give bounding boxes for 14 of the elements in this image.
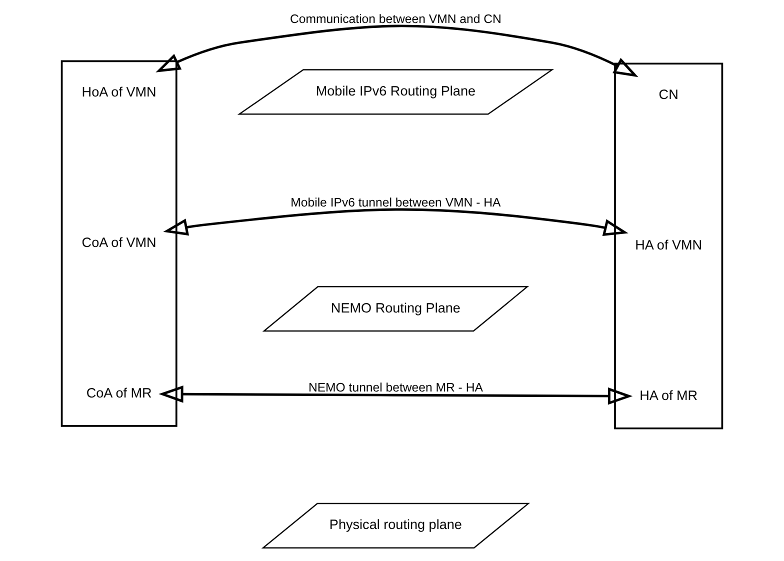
node-text: HA of VMN	[635, 237, 702, 252]
arrow	[156, 24, 638, 78]
node-text: CN	[658, 87, 678, 102]
edge-label: NEMO tunnel between MR - HA	[308, 380, 483, 394]
edge-label: Communication between VMN and CN	[290, 12, 502, 26]
node-text: CoA of VMN	[82, 234, 156, 250]
cluster	[60, 60, 178, 427]
node-text: HA of MR	[640, 388, 698, 403]
node-text: HoA of VMN	[82, 84, 156, 100]
edge-label: Mobile IPv6 tunnel between VMN - HA	[290, 196, 501, 210]
cluster	[614, 62, 724, 430]
arrow	[163, 208, 628, 236]
node-text: CoA of MR	[86, 385, 152, 400]
arrow	[158, 386, 633, 405]
